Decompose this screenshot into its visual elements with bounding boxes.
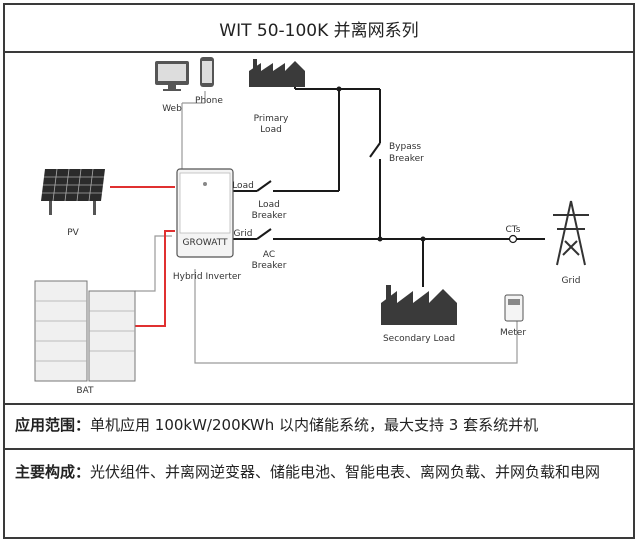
cts-label: CTs <box>506 225 521 235</box>
load-port-label: Load <box>232 181 254 191</box>
bypass-label-1: Bypass <box>389 142 421 152</box>
secondary-load-label: Secondary Load <box>383 334 455 344</box>
pv-label: PV <box>67 228 79 238</box>
meter-comm-line <box>194 269 518 364</box>
meter-icon <box>504 294 524 322</box>
load-breaker-label-2: Breaker <box>252 211 287 221</box>
application-label: 应用范围： <box>15 416 91 434</box>
primary-load-factory-icon <box>249 59 305 87</box>
meter-label: Meter <box>500 328 526 338</box>
page-title: WIT 50-100K 并离网系列 <box>5 5 633 53</box>
application-text: 单机应用 100kW/200KWh 以内储能系统，最大支持 3 套系统并机 <box>90 416 539 434</box>
hybrid-inverter-icon <box>176 168 234 258</box>
grid-label: Grid <box>562 276 581 286</box>
comm-lines <box>135 91 518 364</box>
battery-stack-icon <box>34 280 136 382</box>
bypass-label-2: Breaker <box>389 154 424 164</box>
ct-sensor <box>508 234 518 244</box>
ac-lines <box>233 81 545 287</box>
application-row: 应用范围：单机应用 100kW/200KWh 以内储能系统，最大支持 3 套系统… <box>15 410 625 440</box>
web-label: Web <box>162 104 182 114</box>
grid-tower-icon <box>553 200 589 266</box>
bypass-switch <box>369 142 381 158</box>
pv-panel-icon <box>41 168 105 215</box>
load-breaker-label-1: Load <box>258 200 280 210</box>
load-breaker-switch <box>256 180 272 192</box>
phone-icon <box>200 57 214 87</box>
bat-dc-line <box>135 230 175 327</box>
ac-breaker-label-2: Breaker <box>252 261 287 271</box>
bat-label: BAT <box>76 386 94 396</box>
junction-dots <box>336 86 426 242</box>
system-diagram-svg: Web Phone Primary Load Bypass Breaker PV… <box>34 57 589 396</box>
composition-row: 主要构成：光伏组件、并离网逆变器、储能电池、智能电表、离网负载、并网负载和电网 <box>15 457 625 487</box>
hybrid-inverter-label: Hybrid Inverter <box>173 272 242 282</box>
grid-port-label: Grid <box>234 229 253 239</box>
secondary-load-factory-icon <box>381 285 457 325</box>
bat-comm-line <box>135 235 172 292</box>
divider <box>5 448 633 450</box>
diagram-frame: WIT 50-100K 并离网系列 <box>3 3 635 539</box>
composition-text: 光伏组件、并离网逆变器、储能电池、智能电表、离网负载、并网负载和电网 <box>90 463 601 481</box>
inverter-brand-label: GROWATT <box>182 238 228 248</box>
dc-lines <box>110 186 175 327</box>
ac-breaker-label-1: AC <box>263 250 275 260</box>
primary-load-label-2: Load <box>260 125 282 135</box>
system-diagram: Web Phone Primary Load Bypass Breaker PV… <box>5 51 633 405</box>
phone-label: Phone <box>195 96 223 106</box>
primary-load-label-1: Primary <box>254 114 289 124</box>
web-monitor-icon <box>155 61 189 91</box>
composition-label: 主要构成： <box>15 463 91 481</box>
ac-breaker-switch <box>256 228 272 240</box>
